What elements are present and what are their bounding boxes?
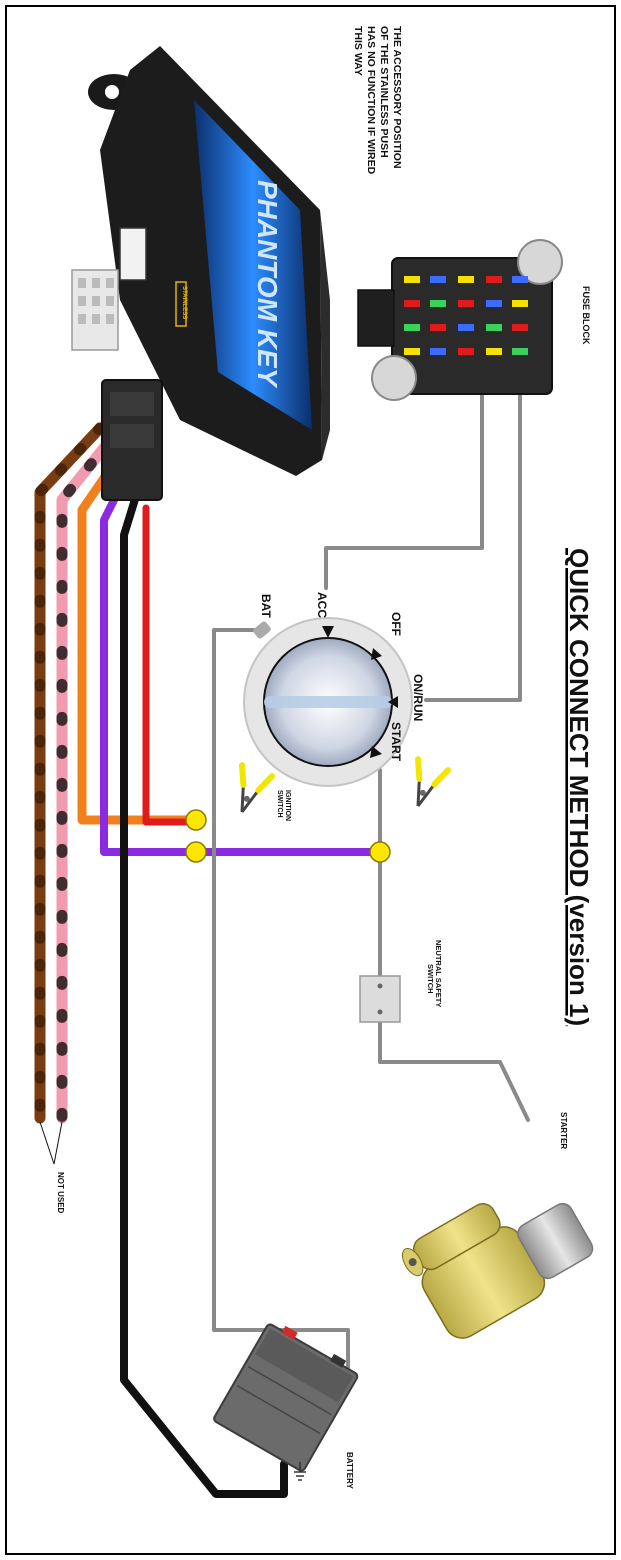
phantom-key-module: PHANTOM KEY STAINLESS [71,46,330,501]
svg-text:IGNITION: IGNITION [284,790,291,821]
not-used-label: NOT USED [56,1172,65,1214]
svg-text:THIS WAY: THIS WAY [352,26,364,76]
splice-purple-start [369,841,391,863]
on-run-wire [424,394,522,702]
not-used-pointer [39,1121,63,1165]
acc-wire [324,394,484,590]
accessory-note: THE ACCESSORY POSITION OF THE STAINLESS … [352,26,403,175]
fuse-block-mount [371,355,417,401]
black-connector [119,227,147,281]
svg-text:SWITCH: SWITCH [276,790,283,818]
starter-label: STARTER [559,1112,568,1149]
bat-terminal [253,621,271,639]
svg-text:OF THE STAINLESS PUSH: OF THE STAINLESS PUSH [378,26,390,158]
svg-text:QUICK CONNECT METHOD (version: QUICK CONNECT METHOD (version 1) [564,548,594,1026]
diagram-title: QUICK CONNECT METHOD (version 1) [564,548,594,1026]
fuse-block-label: FUSE BLOCK [581,286,591,345]
acc-label: ACC [315,592,329,618]
crimper-icon [415,756,452,807]
page-border [5,5,616,1555]
neutral-safety-switch-label: NEUTRAL SAFETY SWITCH [426,940,443,1007]
module-brand: PHANTOM KEY [252,180,283,389]
brown-wire [34,422,106,1124]
module-badge: STAINLESS [181,286,187,319]
svg-text:NEUTRAL SAFETY: NEUTRAL SAFETY [434,940,443,1007]
ignition-switch [243,617,413,787]
svg-text:HAS NO FUNCTION IF WIRED: HAS NO FUNCTION IF WIRED [365,26,377,175]
battery-positive-wire [212,820,350,1416]
black-wire [120,492,288,1498]
battery-label: BATTERY [345,1452,354,1490]
on-marker [388,696,398,708]
ground-icon [294,1462,306,1481]
battery [213,1323,359,1472]
splice-orange-bat [185,809,207,831]
off-label: OFF [389,612,403,636]
starter-motor [401,1202,594,1339]
splice-red-battery [185,841,207,863]
module-screen [194,100,312,430]
ignition-switch-label: IGNITION SWITCH [276,790,291,821]
orange-wire [77,447,201,825]
neutral-safety-switch [359,975,401,1023]
fuse-block-plug [357,289,395,347]
red-wire [142,504,200,826]
start-label: START [389,722,403,762]
ignition-key-slot [264,696,392,708]
crimper-icon [239,762,276,813]
start-marker [370,746,382,758]
svg-text:SWITCH: SWITCH [426,964,435,994]
fuse-row [404,276,528,355]
svg-text:THE ACCESSORY POSITION: THE ACCESSORY POSITION [391,26,403,169]
bat-wire [212,628,256,822]
off-marker [371,648,382,660]
fuse-block-mount [517,239,563,285]
wires [34,394,530,1498]
bat-label: BAT [259,594,273,618]
nss-out-wire [378,1018,530,1122]
acc-marker [322,626,334,638]
fuse-block [357,239,563,401]
on-run-label: ON/RUN [411,674,425,721]
